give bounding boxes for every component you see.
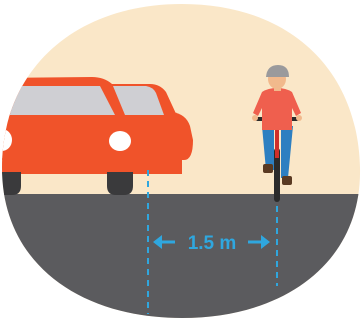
road-surface xyxy=(2,194,361,318)
distance-label: 1.5 m xyxy=(188,233,237,254)
cyclist-icon xyxy=(252,65,302,202)
right-arrow-icon xyxy=(248,235,270,249)
left-arrow-icon xyxy=(153,235,175,249)
car-icon xyxy=(2,77,193,195)
